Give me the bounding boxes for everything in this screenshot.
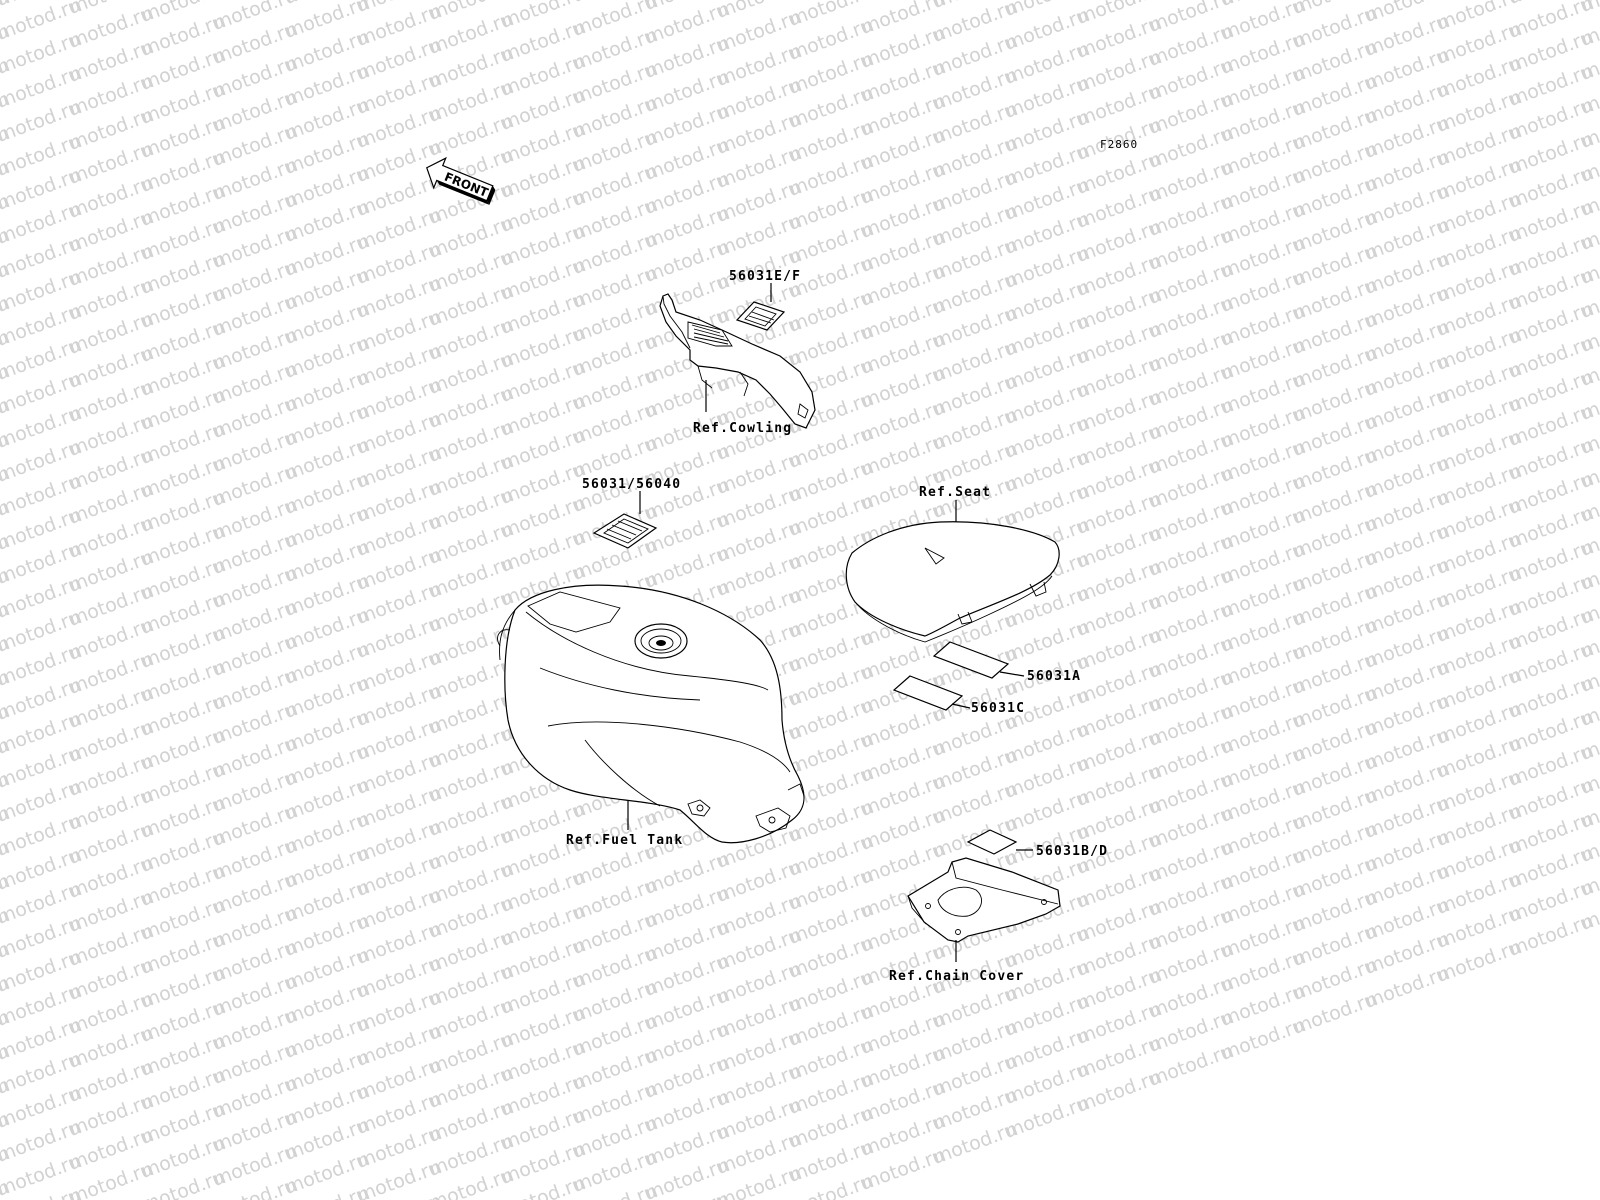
label-56031bd: 56031B/D xyxy=(1036,844,1108,859)
sticker-56031-56040 xyxy=(592,513,658,549)
cowling-part xyxy=(659,283,816,429)
label-ref-chain-cover: Ref.Chain Cover xyxy=(889,969,1024,984)
label-56031a: 56031A xyxy=(1027,669,1081,684)
label-ref-cowling: Ref.Cowling xyxy=(693,421,792,436)
sticker-56031ef xyxy=(735,301,786,331)
watermark-text: motod.ru xyxy=(0,1176,12,1200)
diagram-code: F2860 xyxy=(1100,138,1138,151)
watermark-text: motod.ru xyxy=(1578,0,1600,17)
chain-cover-part xyxy=(907,857,1061,943)
label-56031-56040: 56031/56040 xyxy=(582,477,681,492)
sticker-56031bd xyxy=(966,829,1018,855)
label-56031ef: 56031E/F xyxy=(729,269,801,284)
fuel-tank-part xyxy=(497,584,805,844)
seat-part xyxy=(845,521,1060,643)
label-ref-seat: Ref.Seat xyxy=(919,485,991,500)
label-56031c: 56031C xyxy=(971,701,1025,716)
label-ref-fuel-tank: Ref.Fuel Tank xyxy=(566,833,683,848)
sticker-56031a xyxy=(932,641,1010,679)
sticker-56031c xyxy=(892,675,964,711)
